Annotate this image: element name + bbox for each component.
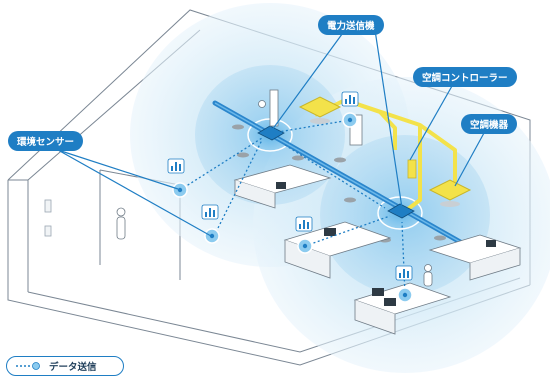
callout-leaders [57, 29, 485, 237]
data-links [179, 119, 406, 296]
coverage-zones [130, 3, 550, 373]
ceiling-lights [232, 124, 446, 243]
legend: データ送信 [6, 356, 124, 376]
legend-data-transmission-label: データ送信 [49, 362, 97, 373]
label-ac-unit: 空調機器 [461, 114, 518, 134]
label-env-sensor: 環境センサー [8, 131, 84, 151]
ac-unit-device [407, 159, 472, 207]
power-rail [212, 100, 465, 246]
power-transmitter-device-2 [387, 203, 415, 219]
wall-panels [44, 199, 52, 237]
ac-controller-device [298, 96, 342, 124]
bar-chart-icon [295, 216, 313, 232]
label-ac-controller: 空調コントローラー [413, 67, 517, 87]
person-figures [116, 100, 433, 287]
monitors [276, 182, 496, 306]
sensor-badge-icons [167, 91, 413, 281]
power-transmitter-device-1 [257, 125, 285, 141]
bar-chart-icon [341, 91, 359, 107]
bar-chart-icon [395, 265, 413, 281]
bar-chart-icon [167, 158, 185, 174]
data-link-legend-icon [15, 361, 41, 371]
bar-chart-icon [201, 204, 219, 220]
label-power-transmitter: 電力送信機 [318, 15, 384, 35]
sensor-nodes [172, 112, 413, 303]
